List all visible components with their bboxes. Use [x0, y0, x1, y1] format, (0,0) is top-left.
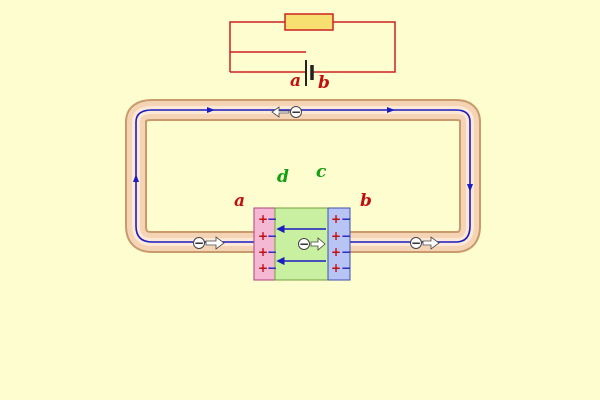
plate-a-plus-4: + [258, 261, 268, 275]
battery-label-b: b [318, 73, 330, 93]
electron-sign: − [299, 237, 309, 251]
electrochemical-cell: − + − + − + − + − + − + − + − + − [253, 207, 351, 281]
plate-b-minus-3: − [341, 245, 351, 259]
current-arrow-right-side [467, 184, 473, 192]
plate-a-minus-2: − [267, 229, 277, 243]
loop-current-line [135, 109, 471, 243]
electron-icon [410, 237, 422, 249]
label-d: d [277, 167, 289, 187]
electron-bottom-left: − [193, 236, 225, 250]
electron-arrow-right-icon [422, 236, 440, 250]
plate-b [327, 207, 351, 281]
plate-a-plus-3: + [258, 245, 268, 259]
electron-sign: − [411, 236, 421, 250]
plate-a-plus-1: + [258, 212, 268, 226]
plate-b-plus-1: + [331, 212, 341, 226]
current-arrow-top-right [387, 107, 395, 113]
plate-label-b: b [360, 191, 372, 211]
electron-cell: − [298, 237, 326, 251]
electron-top: − [271, 105, 302, 119]
plate-b-minus-2: − [341, 229, 351, 243]
electron-arrow-right-icon [310, 237, 326, 251]
current-arrow-left-side [133, 174, 139, 182]
plate-b-minus-4: − [341, 261, 351, 275]
plate-b-plus-3: + [331, 245, 341, 259]
electron-icon [193, 237, 205, 249]
electron-icon [290, 106, 302, 118]
plate-a-minus-1: − [267, 212, 277, 226]
label-c: c [316, 162, 327, 182]
current-loop [125, 99, 481, 253]
plate-b-minus-1: − [341, 212, 351, 226]
plate-b-signs: + − + − + − + − [331, 212, 351, 275]
current-arrow-top-left [207, 107, 215, 113]
electron-arrow-right-icon [205, 236, 225, 250]
plate-b-plus-2: + [331, 229, 341, 243]
top-circuit: a b [229, 13, 396, 93]
resistor [284, 13, 334, 31]
battery-label-a: a [290, 71, 301, 91]
plate-a-minus-4: − [267, 261, 277, 275]
electron-arrow-left-icon [271, 106, 290, 118]
electron-icon [298, 238, 310, 250]
plate-a-signs: + − + − + − + − [258, 212, 277, 275]
plate-a-plus-2: + [258, 229, 268, 243]
plate-a-minus-3: − [267, 245, 277, 259]
plate-b-plus-4: + [331, 261, 341, 275]
electron-sign: − [194, 236, 204, 250]
electron-bottom-right: − [410, 236, 440, 250]
electron-sign: − [291, 105, 301, 119]
plate-label-a: a [234, 191, 245, 211]
